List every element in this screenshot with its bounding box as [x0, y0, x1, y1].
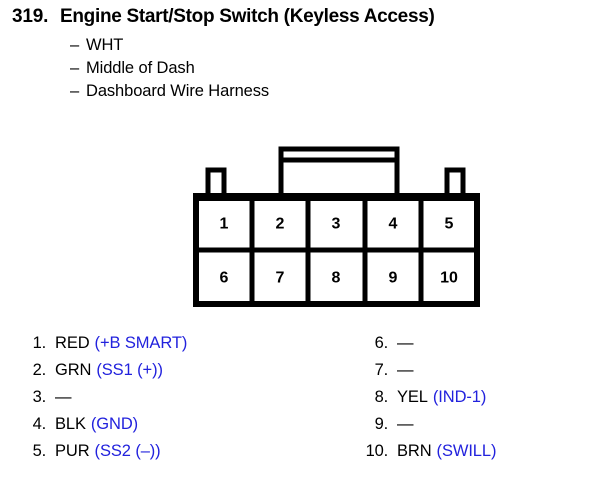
- pin-cell-5: 5: [445, 216, 454, 233]
- pin-cell-8: 8: [332, 270, 341, 287]
- pin-cell-3: 3: [332, 216, 341, 233]
- wire-color: —: [397, 361, 414, 379]
- pin-index: 5.: [32, 442, 47, 460]
- pin-description: RED(+B SMART): [46, 334, 187, 353]
- pin-index: 1.: [32, 334, 47, 352]
- pin-list-item: 6. —: [358, 334, 496, 361]
- pin-list-item: 2. GRN(SS1 (+)): [16, 361, 187, 388]
- detail-label: Middle of Dash: [86, 59, 195, 77]
- wire-color: —: [397, 334, 414, 352]
- pin-index: 7.: [374, 361, 389, 379]
- detail-item-wire-color: –WHT: [70, 34, 614, 57]
- pin-description: PUR(SS2 (–)): [46, 442, 161, 461]
- connector-body: [193, 193, 480, 307]
- pin-list-item: 1. RED(+B SMART): [16, 334, 188, 361]
- pin-description: —: [388, 334, 418, 353]
- pin-list-item: 10. BRN(SWILL): [358, 442, 497, 469]
- detail-item-location: –Middle of Dash: [70, 57, 614, 80]
- detail-list: –WHT –Middle of Dash –Dashboard Wire Har…: [0, 34, 614, 103]
- pin-list-item: 5. PUR(SS2 (–)): [16, 442, 187, 469]
- pin-list-item: 9. —: [358, 415, 496, 442]
- bullet-dash-icon: –: [70, 36, 80, 54]
- wire-color: PUR: [55, 442, 90, 460]
- detail-item-harness: –Dashboard Wire Harness: [70, 80, 614, 103]
- pin-cell-9: 9: [389, 270, 398, 287]
- pin-index: 10.: [365, 442, 389, 460]
- signal-name: (+B SMART): [94, 334, 188, 352]
- bullet-dash-icon: –: [70, 82, 80, 100]
- wire-color: RED: [55, 334, 90, 352]
- wire-color: BRN: [397, 442, 432, 460]
- signal-name: (SS1 (+)): [96, 361, 163, 379]
- pin-cell-4: 4: [389, 216, 398, 233]
- pin-index: 2.: [32, 361, 47, 379]
- signal-name: (SWILL): [436, 442, 497, 460]
- page-header: 319. Engine Start/Stop Switch (Keyless A…: [0, 6, 614, 103]
- pin-cell-2: 2: [276, 216, 285, 233]
- pin-index: 8.: [374, 388, 389, 406]
- pin-description: GRN(SS1 (+)): [46, 361, 163, 380]
- connector-diagram: 1 2 3 4 5 6 7 8 9 10: [190, 144, 482, 310]
- pin-list-left-column: 1. RED(+B SMART) 2. GRN(SS1 (+)) 3. — 4.…: [16, 334, 188, 469]
- pin-cell-6: 6: [220, 270, 229, 287]
- connector-top-tab: [278, 146, 400, 202]
- pin-description: YEL(IND-1): [388, 388, 486, 407]
- pin-list-right-column: 6. — 7. — 8. YEL(IND-1) 9. — 10. BRN(SWI…: [358, 334, 497, 469]
- pin-cell-10: 10: [440, 270, 458, 287]
- detail-label: Dashboard Wire Harness: [86, 82, 270, 100]
- pin-list-item: 4. BLK(GND): [16, 415, 187, 442]
- pin-cell-1: 1: [220, 216, 229, 233]
- pin-description: BRN(SWILL): [388, 442, 496, 461]
- signal-name: (SS2 (–)): [94, 442, 161, 460]
- pin-list-item: 7. —: [358, 361, 496, 388]
- title-text: Engine Start/Stop Switch (Keyless Access…: [60, 6, 435, 27]
- item-number: 319.: [12, 6, 49, 27]
- pin-list-item: 8. YEL(IND-1): [358, 388, 496, 415]
- pin-description: —: [46, 388, 76, 407]
- signal-name: (GND): [90, 415, 139, 433]
- wire-color: BLK: [55, 415, 86, 433]
- pin-index: 6.: [374, 334, 389, 352]
- wire-color: YEL: [397, 388, 428, 406]
- pin-index: 9.: [374, 415, 389, 433]
- wire-color: —: [55, 388, 72, 406]
- pin-description: —: [388, 361, 418, 380]
- detail-label: WHT: [86, 36, 124, 54]
- pin-list-item: 3. —: [16, 388, 187, 415]
- bullet-dash-icon: –: [70, 59, 80, 77]
- wire-color: —: [397, 415, 414, 433]
- page-title: 319. Engine Start/Stop Switch (Keyless A…: [0, 6, 614, 28]
- signal-name: (IND-1): [432, 388, 487, 406]
- pin-index: 4.: [32, 415, 47, 433]
- pin-description: —: [388, 415, 418, 434]
- pin-index: 3.: [32, 388, 47, 406]
- pin-description: BLK(GND): [46, 415, 138, 434]
- wire-color: GRN: [55, 361, 92, 379]
- pin-cell-7: 7: [276, 270, 285, 287]
